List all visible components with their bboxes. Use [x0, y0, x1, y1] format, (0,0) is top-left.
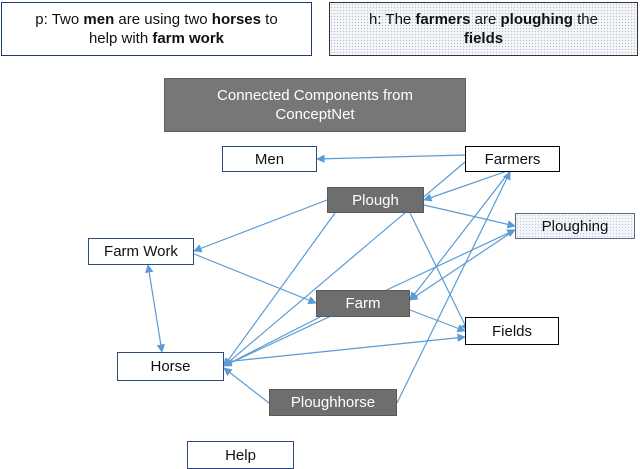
hypothesis-box: h: The farmers are ploughing the fields [329, 2, 638, 56]
node-fields: Fields [465, 317, 559, 345]
edge-farmers-to-plough [423, 169, 511, 202]
title-line-2: ConceptNet [275, 106, 355, 123]
node-help: Help [187, 441, 294, 469]
edge-plough-to-ploughing [423, 204, 516, 229]
connected-components-title: Connected Components from ConceptNet [164, 78, 466, 132]
node-plough-label: Plough [352, 191, 399, 209]
node-horse-label: Horse [150, 358, 191, 375]
edge-ploughhorse-to-farmers [396, 171, 511, 404]
node-help-label: Help [225, 446, 256, 464]
edge-farmers-to-horse [223, 161, 466, 367]
edge-farmers-to-men [316, 154, 466, 163]
edge-farm-work-to-horse [145, 264, 165, 353]
premise-box: p: Two men are using two horses to help … [1, 2, 312, 56]
node-ploughhorse-label: Ploughhorse [290, 394, 376, 411]
edge-horse-to-fields [223, 333, 466, 363]
hypothesis-line-1: h: The farmers are ploughing the [369, 11, 598, 28]
node-ploughhorse: Ploughhorse [269, 389, 397, 416]
edge-farm-work-to-farm [193, 253, 317, 305]
node-men-label: Men [254, 150, 285, 168]
node-fields-label: Fields [491, 322, 532, 340]
edge-plough-to-fields [409, 212, 469, 332]
edge-ploughhorse-to-horse [223, 367, 270, 404]
edge-plough-to-horse [223, 212, 336, 367]
node-ploughing-label: Ploughing [541, 217, 609, 235]
node-ploughing: Ploughing [515, 213, 635, 239]
node-horse: Horse [117, 352, 224, 381]
premise-line-1: p: Two men are using two horses to [35, 11, 278, 28]
node-farm-label: Farm [345, 295, 381, 312]
node-farm: Farm [316, 290, 410, 317]
premise-line-2: help with farm work [88, 30, 225, 47]
hypothesis-line-2: fields [463, 30, 504, 47]
edge-plough-to-farm-work [193, 199, 328, 253]
node-farmers: Farmers [465, 146, 560, 172]
node-farmers-label: Farmers [484, 150, 541, 168]
edge-farmers-to-farm [409, 170, 511, 301]
title-line-1: Connected Components from [217, 87, 413, 104]
node-farm-work: Farm Work [88, 238, 194, 265]
node-farm-work-label: Farm Work [104, 243, 178, 260]
edge-farm-to-horse [223, 316, 321, 367]
edge-ploughing-to-farm [409, 229, 516, 301]
node-men: Men [222, 146, 317, 172]
node-plough: Plough [327, 187, 424, 213]
